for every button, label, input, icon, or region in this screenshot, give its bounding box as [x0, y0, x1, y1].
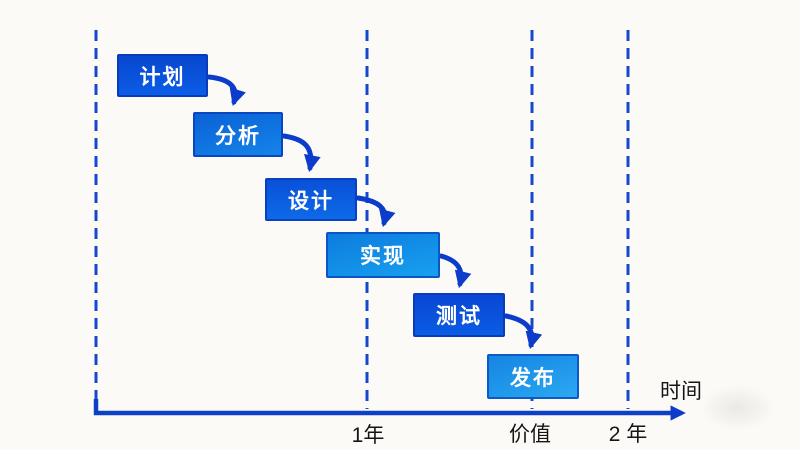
- phase-box-analysis: 分析: [193, 112, 283, 157]
- arrow-testing-to-release: [503, 313, 543, 350]
- axis-title-time: 时间: [660, 380, 702, 403]
- arrow-plan-to-analysis: [206, 74, 246, 107]
- phase-box-release: 发布: [487, 354, 579, 399]
- arrow-design-to-implementation: [355, 195, 396, 228]
- arrow-implementation-to-testing: [438, 253, 472, 289]
- tick-label-value: 价值: [509, 423, 551, 446]
- phase-label: 计划: [139, 65, 186, 89]
- phase-label: 设计: [288, 189, 334, 213]
- phase-label: 测试: [436, 305, 482, 328]
- tick-label-2yr: 2 年: [608, 423, 648, 446]
- phase-box-design: 设计: [265, 178, 357, 221]
- phase-label: 发布: [510, 366, 556, 390]
- phase-box-testing: 测试: [413, 293, 505, 337]
- phase-box-implementation: 实现: [326, 232, 440, 278]
- time-axis-line: [93, 399, 686, 421]
- tick-label-1yr: 1年: [351, 424, 385, 447]
- phase-label: 实现: [360, 245, 406, 268]
- watermark-smudge: [700, 385, 775, 430]
- arrow-analysis-to-design: [281, 133, 321, 173]
- phase-label: 分析: [215, 124, 261, 148]
- phase-box-plan: 计划: [117, 54, 208, 97]
